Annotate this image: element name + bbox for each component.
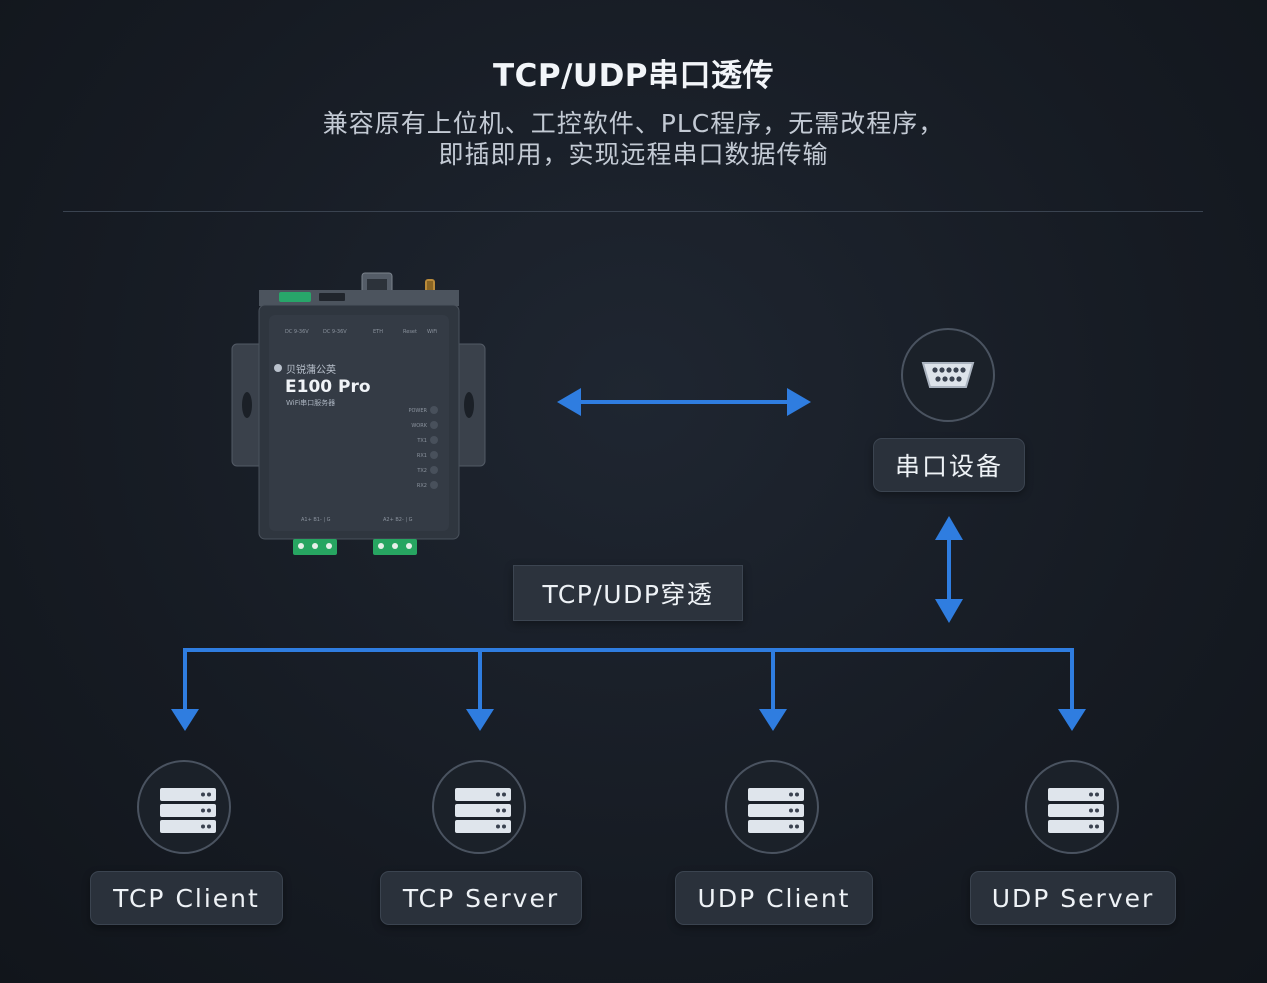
arrow-head-down [1058, 709, 1086, 731]
serial-device-label: 串口设备 [873, 438, 1025, 492]
mode-label-udp-client: UDP Client [675, 871, 873, 925]
svg-text:TX1: TX1 [416, 438, 427, 444]
svg-text:A2+ B2- | G: A2+ B2- | G [383, 517, 413, 523]
svg-text:WiFi: WiFi [427, 329, 437, 335]
server-icon [432, 760, 526, 854]
svg-text:DC 9-36V: DC 9-36V [323, 329, 347, 335]
svg-text:RX1: RX1 [417, 453, 427, 459]
device-illustration: DC 9-36V DC 9-36V ETH Reset WiFi POWER W… [231, 272, 486, 555]
page-subtitle-line-2: 即插即用，实现远程串口数据传输 [438, 140, 829, 169]
arrow-head-right [787, 388, 811, 416]
svg-text:POWER: POWER [408, 408, 427, 414]
page-subtitle-line-1: 兼容原有上位机、工控软件、PLC程序，无需改程序， [322, 109, 945, 138]
mode-label-udp-server: UDP Server [970, 871, 1176, 925]
serial-port-icon [901, 328, 995, 422]
mode-label-tcp-client: TCP Client [90, 871, 283, 925]
svg-text:DC 9-36V: DC 9-36V [285, 329, 309, 335]
svg-text:Reset: Reset [403, 329, 417, 335]
arrow-head-down [935, 599, 963, 623]
arrow-head-up [935, 516, 963, 540]
svg-text:RX2: RX2 [417, 483, 427, 489]
svg-text:ETH: ETH [373, 329, 383, 335]
page-title: TCP/UDP串口透传 [492, 58, 775, 94]
arrow-head-down [759, 709, 787, 731]
arrow-head-down [466, 709, 494, 731]
arrow-head-down [171, 709, 199, 731]
tcp-udp-passthrough-label: TCP/UDP穿透 [513, 565, 743, 621]
e100-pro-device: DC 9-36V DC 9-36V ETH Reset WiFi POWER W… [231, 271, 487, 561]
server-icon [137, 760, 231, 854]
server-icon [1025, 760, 1119, 854]
device-brand: 贝锐蒲公英 [286, 365, 336, 376]
svg-text:A1+ B1- | G: A1+ B1- | G [301, 517, 331, 523]
mode-label-tcp-server: TCP Server [380, 871, 582, 925]
arrow-head-left [557, 388, 581, 416]
bus-line [183, 648, 1074, 712]
device-description: WiFi串口服务器 [286, 399, 336, 407]
svg-text:TX2: TX2 [416, 468, 427, 474]
device-model: E100 Pro [285, 377, 371, 397]
server-icon [725, 760, 819, 854]
svg-text:WORK: WORK [411, 423, 427, 429]
divider [63, 211, 1203, 212]
